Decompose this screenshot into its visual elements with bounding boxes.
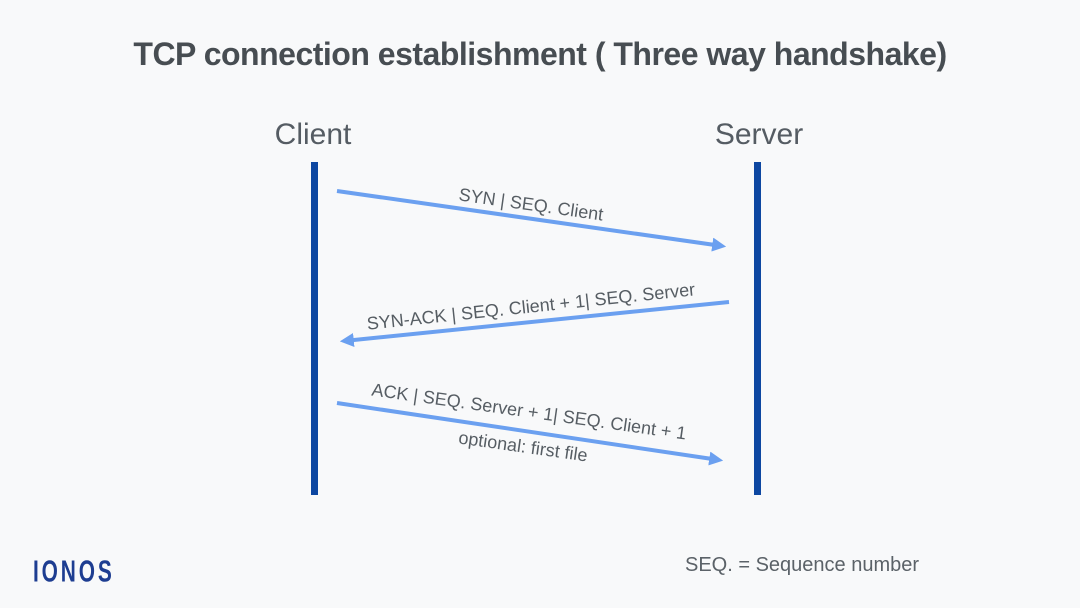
actor-label-server: Server xyxy=(714,118,804,151)
syn-arrow xyxy=(336,189,727,252)
syn-ack-arrow xyxy=(339,300,730,347)
client-lifeline xyxy=(311,162,318,495)
actor-label-client: Client xyxy=(274,118,352,151)
legend-text: SEQ. = Sequence number xyxy=(685,554,920,576)
ack-arrow xyxy=(336,401,724,466)
server-lifeline xyxy=(754,162,761,495)
ionos-logo: IONOS xyxy=(33,555,115,589)
page-title: TCP connection establishment ( Three way… xyxy=(133,36,947,72)
